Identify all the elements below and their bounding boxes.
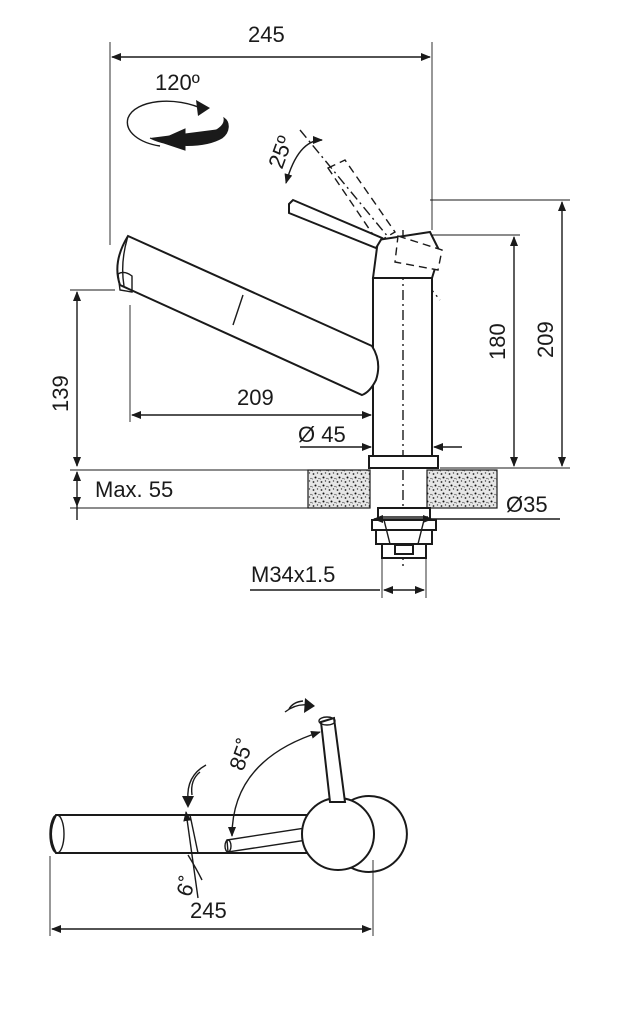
dimension-hole-diameter: Ø35 [373, 492, 560, 523]
rotation-arrow-icon [196, 100, 210, 116]
lever-angle-dimension: 25º [263, 133, 323, 184]
spout-height-label: 180 [485, 323, 510, 360]
total-height-label: 209 [533, 321, 558, 358]
top-view: 85˚ 6˚ 245 [49, 698, 408, 936]
dimension-spout-reach: 209 [129, 305, 372, 422]
mounting-hardware [371, 507, 437, 559]
base-ring [368, 455, 439, 469]
swivel-rotation-symbol: 120º [126, 70, 229, 151]
swivel-angle-label: 120º [155, 70, 200, 95]
outlet-height-label: 139 [48, 375, 73, 412]
side-view: 245 120º 25º [48, 22, 570, 598]
dimension-thread: M34x1.5 [250, 558, 427, 598]
spout-angle-label: 6˚ [171, 873, 201, 900]
dimension-width-top: 245 [109, 22, 433, 245]
hole-diameter-label: Ø35 [506, 492, 548, 517]
width-total-label: 245 [248, 22, 285, 47]
width-total-bottom-label: 245 [190, 898, 227, 923]
thread-label: M34x1.5 [251, 562, 335, 587]
dimension-outlet-height: 139 [48, 289, 115, 467]
spout [116, 234, 380, 397]
spout-reach-label: 209 [237, 385, 274, 410]
dimension-heights-right: 180 209 [430, 199, 570, 469]
worktop: Max. 55 [70, 469, 498, 520]
body-circle-top [301, 797, 375, 871]
max-thickness-label: Max. 55 [95, 477, 173, 502]
dimension-width-bottom: 245 [49, 856, 374, 936]
rotation-arrow-icon [304, 698, 315, 713]
dimension-base-diameter: Ø 45 [298, 422, 462, 451]
lever-rotation-label: 85˚ [224, 735, 258, 773]
lever-top [318, 716, 347, 803]
base-diameter-label: Ø 45 [298, 422, 346, 447]
